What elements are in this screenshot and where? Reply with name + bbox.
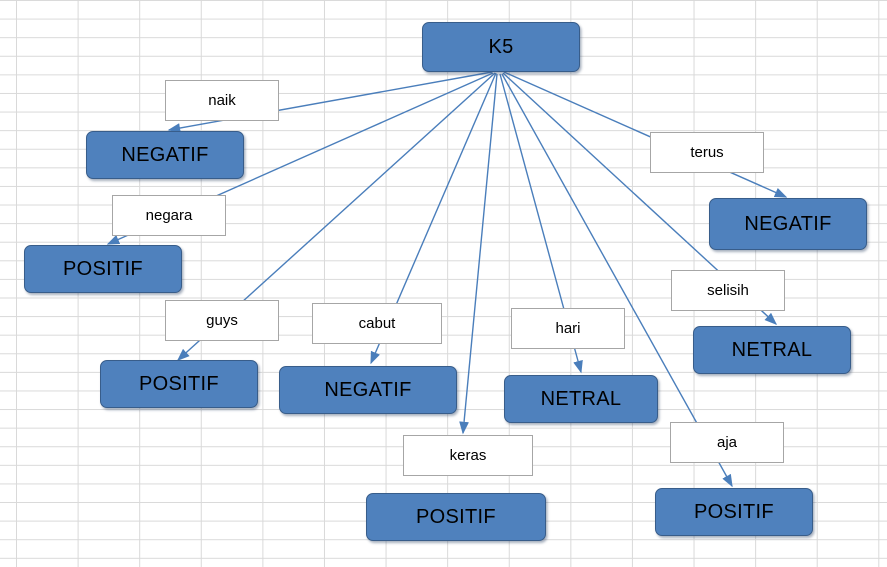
node-negatif-terus[interactable]: NEGATIF [709, 198, 867, 250]
edge-label-hari[interactable]: hari [511, 308, 625, 349]
edge-label-negara[interactable]: negara [112, 195, 226, 236]
edge-label-hari-text: hari [555, 320, 581, 337]
edge-label-aja[interactable]: aja [670, 422, 784, 463]
edge-label-naik[interactable]: naik [165, 80, 279, 121]
edge-label-negara-text: negara [145, 207, 193, 224]
node-netral-selisih[interactable]: NETRAL [693, 326, 851, 374]
node-root-label: K5 [488, 36, 514, 58]
node-negatif-terus-label: NEGATIF [744, 213, 832, 235]
edge-label-cabut-text: cabut [358, 315, 396, 332]
edge-label-keras-text: keras [449, 447, 487, 464]
node-positif-guys-label: POSITIF [139, 373, 219, 395]
edge-label-keras[interactable]: keras [403, 435, 533, 476]
node-negatif-naik-label: NEGATIF [121, 144, 209, 166]
node-netral-hari[interactable]: NETRAL [504, 375, 658, 423]
node-positif-keras-label: POSITIF [416, 506, 496, 528]
edge-label-guys-text: guys [206, 312, 238, 329]
edge-label-terus[interactable]: terus [650, 132, 764, 173]
node-negatif-cabut-label: NEGATIF [324, 379, 412, 401]
node-negatif-naik[interactable]: NEGATIF [86, 131, 244, 179]
node-positif-negara[interactable]: POSITIF [24, 245, 182, 293]
edge-label-aja-text: aja [716, 434, 738, 451]
node-positif-keras[interactable]: POSITIF [366, 493, 546, 541]
edge-arrow-keras [459, 73, 498, 435]
node-netral-selisih-label: NETRAL [731, 339, 813, 361]
node-positif-guys[interactable]: POSITIF [100, 360, 258, 408]
edge-label-selisih[interactable]: selisih [671, 270, 785, 311]
node-positif-aja-label: POSITIF [694, 501, 774, 523]
node-negatif-cabut[interactable]: NEGATIF [279, 366, 457, 414]
edge-label-naik-text: naik [208, 92, 236, 109]
node-positif-aja[interactable]: POSITIF [655, 488, 813, 536]
node-netral-hari-label: NETRAL [540, 388, 622, 410]
edge-label-guys[interactable]: guys [165, 300, 279, 341]
edge-label-cabut[interactable]: cabut [312, 303, 442, 344]
edge-label-terus-text: terus [690, 144, 724, 161]
node-root-k5[interactable]: K5 [422, 22, 580, 72]
node-positif-negara-label: POSITIF [63, 258, 143, 280]
edge-label-selisih-text: selisih [707, 282, 749, 299]
